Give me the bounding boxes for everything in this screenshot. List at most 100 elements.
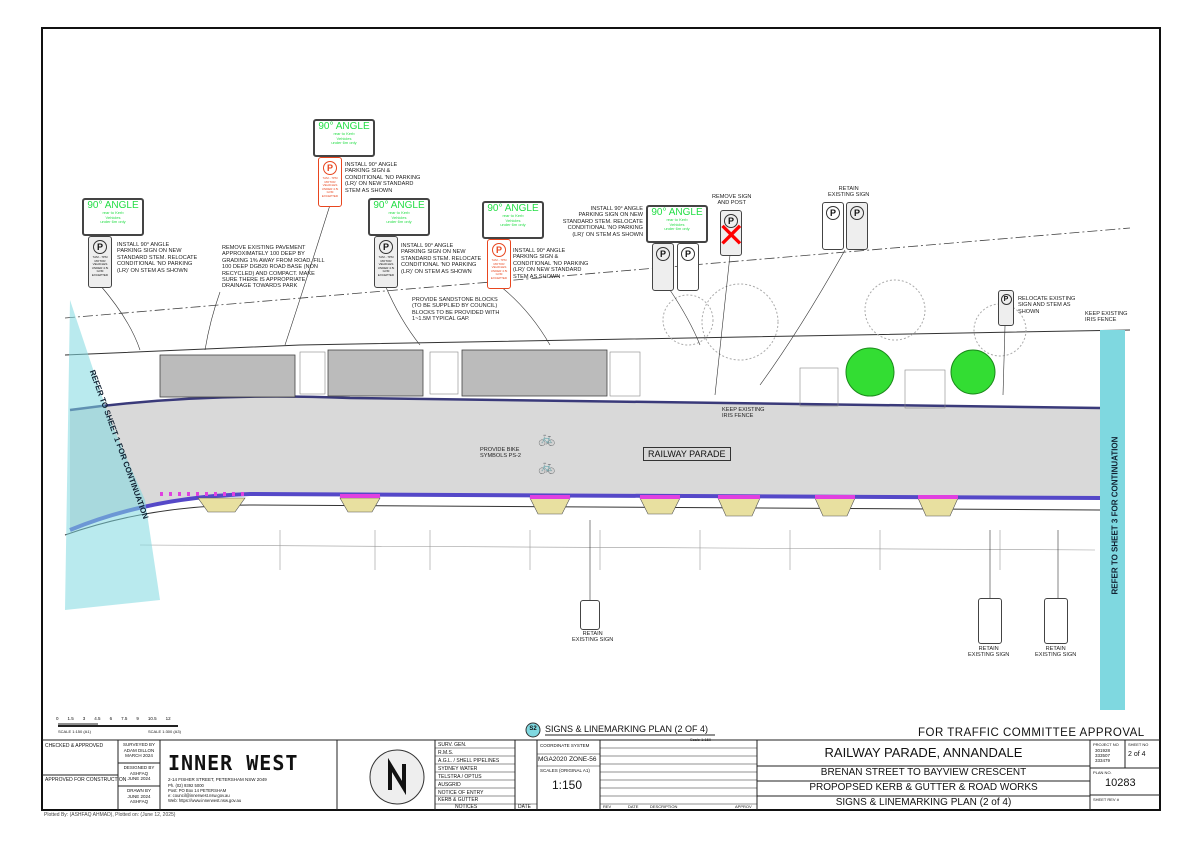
footpath-edge — [64, 329, 1131, 356]
scale-tick: 12 — [165, 716, 171, 721]
annotation: RETAIN EXISTING SIGN — [1035, 646, 1077, 659]
drawn-by: DRAWN BY JUNE 2024 ASHFAQ — [126, 788, 152, 804]
surveyed-by: SURVEYED BY ADAM DILLON MARCH 2024 — [123, 742, 155, 758]
notice-rows — [435, 747, 757, 805]
inner-west-logo: INNER WEST — [168, 751, 299, 775]
scale-tick: 7.5 — [121, 716, 128, 721]
north-arrow — [369, 749, 425, 805]
bike-symbol-icon: 🚲 — [538, 430, 556, 446]
notice-item: AUSGRID — [438, 782, 461, 788]
bike-symbol-icon: 🚲 — [538, 458, 556, 474]
annotation: INSTALL 90° ANGLE PARKING SIGN ON NEW ST… — [562, 206, 643, 238]
property-boundary — [64, 227, 1131, 319]
annotation: INSTALL 90° ANGLE PARKING SIGN ON NEW ST… — [117, 242, 198, 274]
garden-beds — [299, 351, 946, 409]
annotation: RELOCATE EXISTING SIGN AND STEM AS SHOWN — [1018, 296, 1076, 315]
annotation: REMOVE SIGN AND POST — [712, 194, 752, 207]
no-parking-sign: P — [652, 243, 674, 291]
sheet-border — [41, 27, 1161, 811]
retained-parking-sign: P — [822, 202, 844, 250]
project-works: PROPOPSED KERB & GUTTER & ROAD WORKS — [809, 782, 1038, 793]
annotation: RETAIN EXISTING SIGN — [968, 646, 1010, 659]
notice-item: SYDNEY WATER — [438, 766, 478, 772]
annotation: KEEP EXISTING IRIS FENCE — [1085, 311, 1128, 324]
council-address: 2-14 FISHER STREET, PETERSHAM NSW 2049 — [168, 777, 267, 782]
annotation: PROVIDE SANDSTONE BLOCKS (TO BE SUPPLIED… — [412, 297, 500, 323]
scale-label-a1: SCALE 1:150 (A1) — [58, 729, 91, 734]
coordinate-value: MGA2020 ZONE-56 — [538, 756, 597, 763]
drawing-title: SIGNS & LINEMARKING PLAN (2 OF 4) — [545, 724, 709, 734]
plan-no: 10283 — [1105, 777, 1136, 789]
notice-item: TELSTRA / OPTUS — [438, 774, 482, 780]
scale-label-a3: SCALE 1:300 (A3) — [148, 729, 181, 734]
sheet1-region — [65, 300, 160, 610]
bike-note: PROVIDE BIKE SYMBOLS PS-2 — [480, 447, 522, 460]
notice-item: NOTICE OF ENTRY — [438, 790, 484, 796]
annotation: INSTALL 90° ANGLE PARKING SIGN & CONDITI… — [345, 162, 421, 194]
drawing-badge-circle — [525, 722, 541, 738]
rev-approv-header: APPROV — [735, 804, 752, 809]
plan-no-label: PLAN NO. — [1093, 770, 1112, 775]
approved-construction: APPROVED FOR CONSTRUCTION — [45, 777, 127, 783]
scale-bar-graphic — [58, 723, 178, 727]
scale-tick: 0 — [56, 716, 59, 721]
plotted-info: Plotted By: (ASHFAQ AHMAD), Plotted on: … — [44, 812, 176, 818]
drawing-scale: Scale 1:150 — [690, 737, 712, 742]
notice-item: SURV. GEN. — [438, 742, 467, 748]
rev-description-header: DESCRIPTION — [650, 804, 678, 809]
annotation: KEEP EXISTING IRIS FENCE — [722, 407, 765, 420]
notice-item: R.M.S. — [438, 750, 454, 756]
approval-banner: FOR TRAFFIC COMMITTEE APPROVAL — [918, 727, 1145, 739]
sheet-no-label: SHEET NO — [1128, 742, 1149, 747]
annotation: RETAIN EXISTING SIGN — [828, 186, 870, 199]
relocated-parking-sign: P — [998, 290, 1014, 326]
scale-tick: 4.5 — [94, 716, 101, 721]
project-no: 301928 333507 333479 — [1095, 748, 1111, 763]
annotation: INSTALL 90° ANGLE PARKING SIGN ON NEW ST… — [401, 243, 482, 275]
scale-tick: 6 — [109, 716, 113, 721]
parking-sign: P — [677, 243, 699, 291]
notice-item: KERB & GUTTER — [438, 797, 479, 803]
project-from-to: BRENAN STREET TO BAYVIEW CRESCENT — [820, 767, 1027, 778]
sandstone-blocks — [159, 349, 608, 398]
lot-boundaries — [139, 530, 1096, 570]
removed-sign-icon: P✕ — [717, 210, 746, 256]
project-no-label: PROJECT NO — [1093, 742, 1119, 747]
council-contact: Ph. (02) 9392 5000 Post: PO Box 14 PETER… — [168, 783, 242, 803]
scale-value: 1:150 — [552, 778, 583, 792]
retained-sign — [580, 600, 600, 630]
sheet3-region — [1100, 330, 1125, 710]
coordinate-label: COORDINATE SYSTEM — [540, 743, 590, 748]
project-title: RAILWAY PARADE, ANNANDALE — [824, 745, 1023, 760]
scale-tick: 9 — [136, 716, 139, 721]
scale-tick: 10.5 — [147, 716, 157, 721]
retained-sign — [978, 598, 1002, 644]
sheet-title: SIGNS & LINEMARKING PLAN (2 of 4) — [835, 797, 1012, 808]
date-label: DATE — [518, 804, 531, 810]
annotation: INSTALL 90° ANGLE PARKING SIGN & CONDITI… — [513, 248, 589, 280]
notices-label: NOTICES — [455, 804, 478, 810]
trees — [662, 279, 1027, 397]
scale-tick: 3 — [82, 716, 86, 721]
parking-bays — [197, 494, 959, 517]
rev-header: REV — [603, 804, 612, 809]
annotation: RETAIN EXISTING SIGN — [572, 631, 614, 644]
notice-item: A.G.L. / SHELL PIPELINES — [438, 758, 500, 764]
drawing-badge: S2 — [529, 726, 537, 732]
sheet-no: 2 of 4 — [1128, 751, 1146, 758]
rev-date-header: DATE — [628, 804, 639, 809]
designed-by: DESIGNED BY ASHFAQ JUNE 2024 — [123, 765, 155, 781]
right-continuation: REFER TO SHEET 3 FOR CONTINUATION — [1110, 436, 1120, 595]
leader-lines — [99, 204, 1059, 600]
